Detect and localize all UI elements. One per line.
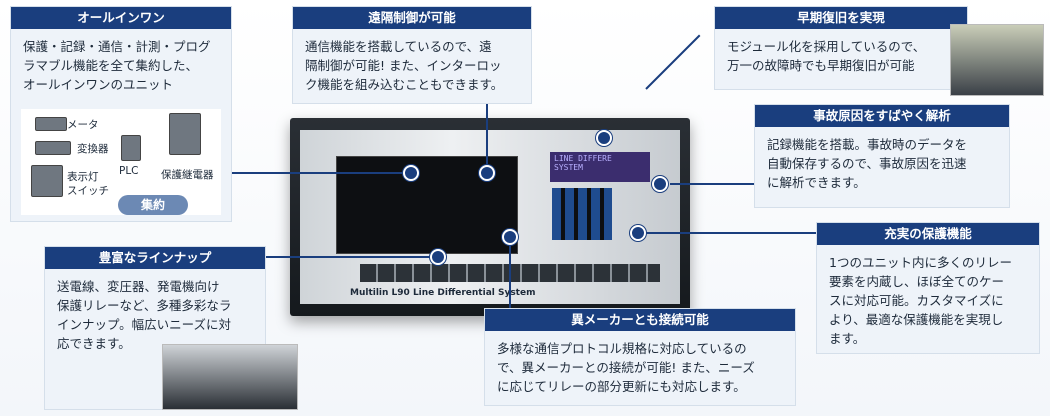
connector-line xyxy=(670,183,756,185)
converter-icon xyxy=(35,141,71,155)
label-indicator: 表示灯 xyxy=(67,171,99,183)
label-switch: スイッチ xyxy=(67,185,109,197)
device-keypad xyxy=(552,188,612,240)
connector-line xyxy=(640,232,816,234)
connector-dot xyxy=(479,165,495,181)
label-converter: 変換器 xyxy=(77,143,109,155)
card-body: 通信機能を搭載しているので、遠 隔制御が可能! また、インターロッ ク機能を組み… xyxy=(305,39,504,92)
card-all-in-one: オールインワン 保護・記録・通信・計測・プログ ラマブル機能を全て集約した、 オ… xyxy=(10,6,232,222)
card-body: モジュール化を採用しているので、 万一の故障時でも早期復旧が可能 xyxy=(727,39,926,73)
connector-dot xyxy=(403,165,419,181)
card-protection: 充実の保護機能 1つのユニット内に多くのリレー 要素を内蔵し、ほぼ全てのケー ス… xyxy=(816,222,1040,354)
label-relay: 保護継電器 xyxy=(161,169,214,181)
lcd-line-1: LINE DIFFERE xyxy=(554,154,612,163)
card-title: オールインワン xyxy=(11,7,231,29)
lineup-photo xyxy=(162,344,298,410)
card-interoperability: 異メーカーとも接続可能 多様な通信プロトコル規格に対応しているの で、異メーカー… xyxy=(484,308,796,406)
connector-dot xyxy=(502,229,518,245)
card-body: 保護・記録・通信・計測・プログ ラマブル機能を全て集約した、 オールインワンのユ… xyxy=(23,39,211,92)
plc-icon xyxy=(121,135,141,161)
card-body: 送電線、変圧器、発電機向け 保護リレーなど、多種多彩なラ インナップ。幅広いニー… xyxy=(57,279,232,351)
card-remote-control: 遠隔制御が可能 通信機能を搭載しているので、遠 隔制御が可能! また、インターロ… xyxy=(292,6,532,104)
card-title: 遠隔制御が可能 xyxy=(293,7,531,29)
card-title: 豊富なラインナップ xyxy=(45,247,265,269)
device-lcd: LINE DIFFERE SYSTEM xyxy=(550,152,650,182)
connector-line xyxy=(486,103,488,171)
connector-line xyxy=(645,34,701,90)
card-body: 多様な通信プロトコル規格に対応しているの で、異メーカーとの接続が可能! また、… xyxy=(497,341,755,394)
card-title: 充実の保護機能 xyxy=(817,223,1039,245)
connector-dot xyxy=(630,225,646,241)
connector-dot xyxy=(430,249,446,265)
card-title: 早期復旧を実現 xyxy=(715,7,967,29)
card-body: 1つのユニット内に多くのリレー 要素を内蔵し、ほぼ全てのケー スに対応可能。カス… xyxy=(829,255,1012,346)
collect-badge: 集約 xyxy=(118,195,188,215)
relay-icon xyxy=(169,113,201,155)
connector-dot xyxy=(596,130,612,146)
device-bezel: LINE DIFFERE SYSTEM Multilin L90 Line Di… xyxy=(300,130,680,304)
connector-dot xyxy=(652,176,668,192)
device-brand-label: Multilin L90 Line Differential System xyxy=(350,288,536,298)
label-meter: メータ xyxy=(67,119,99,131)
indicator-switch-icon xyxy=(31,165,63,197)
connector-line xyxy=(230,172,410,174)
connector-line xyxy=(509,236,511,310)
card-fault-analysis: 事故原因をすばやく解析 記録機能を搭載。事故時のデータを 自動保存するので、事故… xyxy=(754,104,1010,208)
label-plc: PLC xyxy=(119,165,139,177)
connector-line xyxy=(265,256,437,258)
module-photo xyxy=(950,24,1044,96)
relay-device-image: LINE DIFFERE SYSTEM Multilin L90 Line Di… xyxy=(290,118,690,316)
meter-icon xyxy=(35,117,67,131)
card-body: 記録機能を搭載。事故時のデータを 自動保存するので、事故原因を迅速 に解析できま… xyxy=(767,137,968,190)
card-title: 事故原因をすばやく解析 xyxy=(755,105,1009,127)
card-early-recovery: 早期復旧を実現 モジュール化を採用しているので、 万一の故障時でも早期復旧が可能 xyxy=(714,6,968,90)
lcd-line-2: SYSTEM xyxy=(554,163,583,172)
card-title: 異メーカーとも接続可能 xyxy=(485,309,795,331)
